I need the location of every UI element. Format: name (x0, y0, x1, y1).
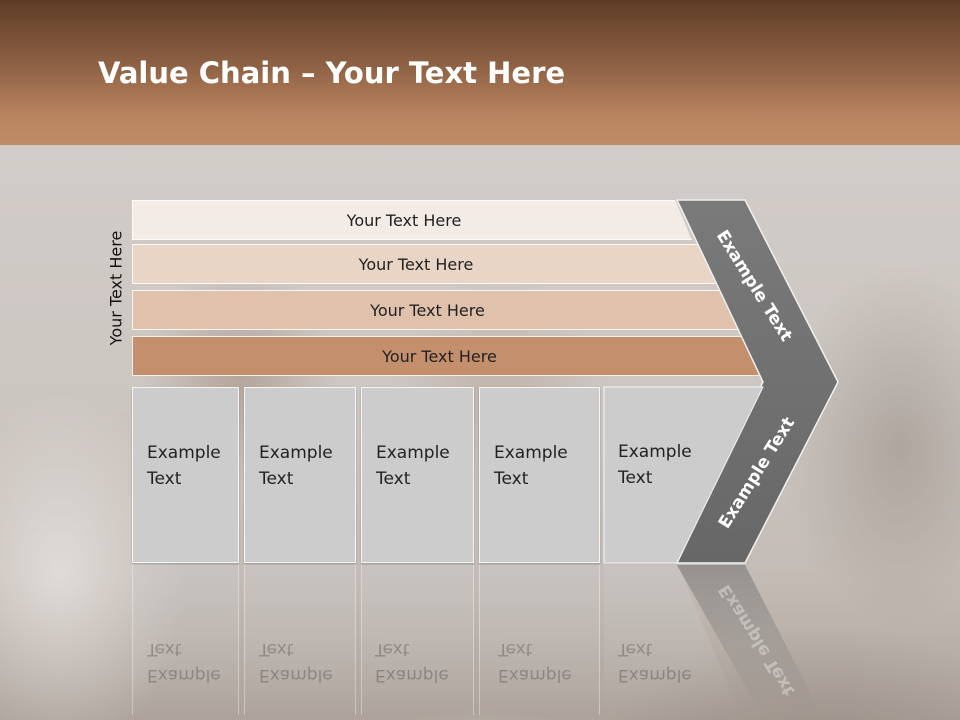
slide-title: Value Chain – Your Text Here (98, 56, 565, 90)
reflection-text-line: Example (375, 665, 449, 685)
chain-bar-3[interactable]: Your Text Here (132, 290, 739, 330)
reflection-text-line: Text (618, 639, 653, 659)
reflection-text: Example Text (147, 636, 221, 688)
reflection-text-line: Text (259, 639, 294, 659)
chain-bar-4[interactable]: Your Text Here (132, 336, 763, 376)
box-reflection (361, 565, 474, 715)
box-text-line2: Text (376, 469, 411, 489)
reflection-text: Example Text (618, 636, 692, 688)
box-reflection (132, 565, 239, 715)
chain-bar-1[interactable]: Your Text Here (132, 200, 692, 240)
side-label-text: Your Text Here (106, 230, 126, 346)
reflection-text-line: Example (259, 665, 333, 685)
box-text-line1: Example (376, 443, 450, 463)
reflection-text: Example Text (259, 636, 333, 688)
box-text-line1: Example (259, 443, 333, 463)
activity-box-4[interactable]: Example Text (479, 387, 600, 563)
box-reflection (244, 565, 356, 715)
reflection-text: Example Text (498, 636, 572, 688)
title-banner: Value Chain – Your Text Here (0, 0, 960, 145)
reflection-text-line: Text (147, 639, 182, 659)
chain-bar-label: Your Text Here (370, 300, 485, 320)
activity-box-2[interactable]: Example Text (244, 387, 356, 563)
title-bold-text: Value Chain (98, 56, 291, 90)
chain-bar-label: Your Text Here (382, 346, 497, 366)
title-rest-text: – Your Text Here (290, 56, 566, 90)
reflection-text: Example Text (375, 636, 449, 688)
activity-box-3[interactable]: Example Text (361, 387, 474, 563)
reflection-text-line: Example (498, 665, 572, 685)
box-text-line2: Text (494, 469, 529, 489)
box-text-line1: Example (494, 443, 568, 463)
box-text-line1: Example (147, 443, 221, 463)
reflection-text-line: Example (618, 665, 692, 685)
activity-box-5[interactable]: Example Text (604, 387, 694, 563)
box-text-line1: Example (618, 442, 692, 462)
chain-bar-2[interactable]: Your Text Here (132, 244, 716, 284)
box-text-line2: Text (618, 468, 653, 488)
box-text-line2: Text (147, 469, 182, 489)
reflection-text-line: Text (498, 639, 533, 659)
box-text-line2: Text (259, 469, 294, 489)
activity-box-1[interactable]: Example Text (132, 387, 239, 563)
box-reflection (479, 565, 600, 715)
chain-bar-label: Your Text Here (358, 254, 474, 274)
reflection-text-line: Example (147, 665, 221, 685)
reflection-text-line: Text (375, 639, 410, 659)
chain-bar-label: Your Text Here (346, 210, 462, 230)
